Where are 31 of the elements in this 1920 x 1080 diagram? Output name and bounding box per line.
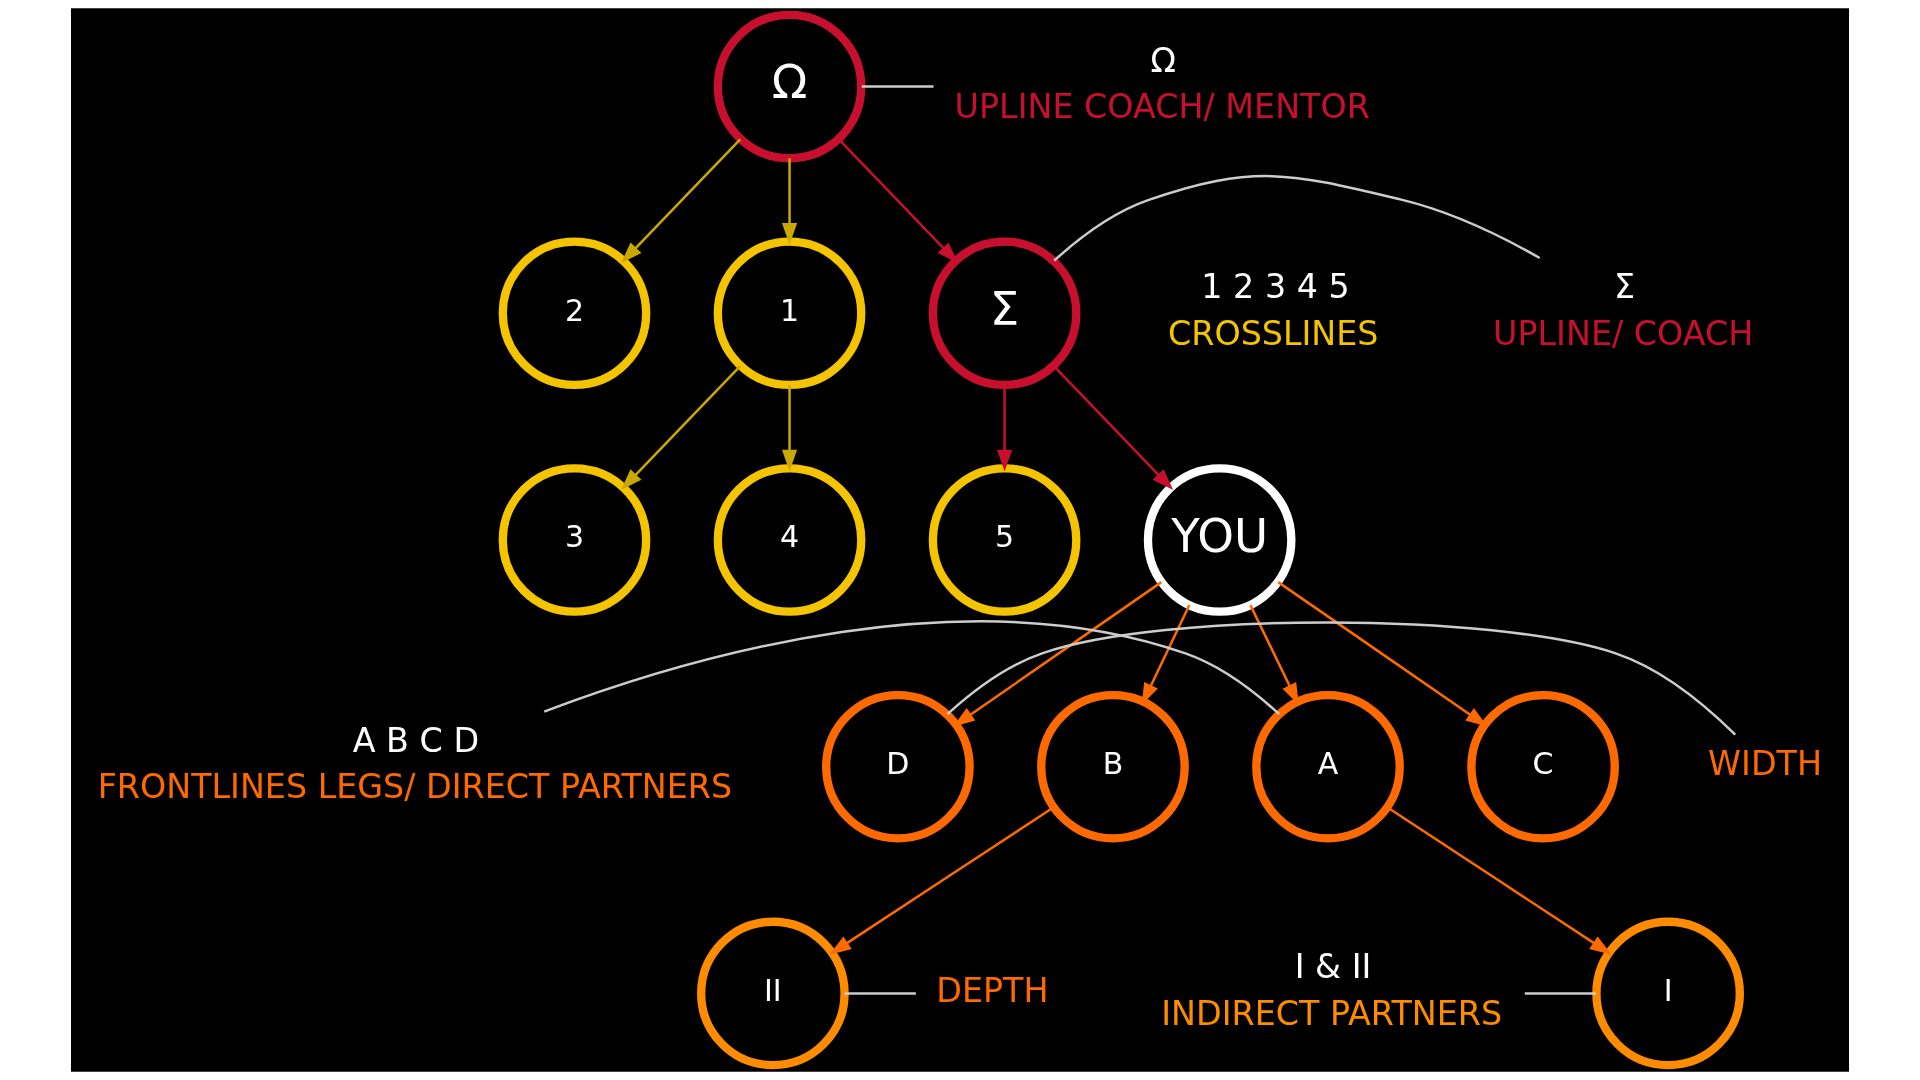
node-text: I & II INDIRECT PARTNERS — [1161, 947, 1503, 1034]
connector — [844, 992, 916, 995]
node-circle: YOU — [1143, 464, 1296, 616]
connector — [543, 620, 1280, 716]
node-circle: 4 — [713, 464, 866, 616]
node-circle: I — [1592, 917, 1744, 1070]
connector — [1053, 175, 1541, 262]
node-circle: 2 — [498, 237, 651, 390]
node-circle: Ω — [713, 10, 866, 163]
node-circle: 1 — [713, 237, 866, 390]
arrow — [781, 385, 798, 472]
label: CROSSLINES — [1167, 313, 1379, 353]
connector — [861, 85, 934, 88]
node-text: A B C D FRONTLINES LEGS/ DIRECT PARTNERS — [97, 720, 733, 807]
label: 1 2 3 4 5 — [1201, 267, 1350, 307]
arrow — [620, 365, 742, 491]
node-text: WIDTH — [1708, 744, 1822, 784]
node-text: Ω UPLINE COACH/ MENTOR — [954, 40, 1370, 127]
node-text: DEPTH — [936, 970, 1049, 1010]
node-circle: 5 — [928, 464, 1081, 616]
node-circle: Σ — [928, 237, 1081, 390]
node-circle: 3 — [498, 464, 651, 616]
node-circle: II — [697, 917, 849, 1070]
arrow — [1053, 365, 1174, 491]
arrow — [781, 158, 798, 245]
connector — [1524, 992, 1596, 995]
connector — [946, 621, 1737, 736]
node-circle: A — [1252, 690, 1404, 843]
node-text: Σ UPLINE/ COACH — [1493, 267, 1754, 353]
node-circle: B — [1037, 690, 1189, 843]
arrow — [620, 138, 742, 264]
